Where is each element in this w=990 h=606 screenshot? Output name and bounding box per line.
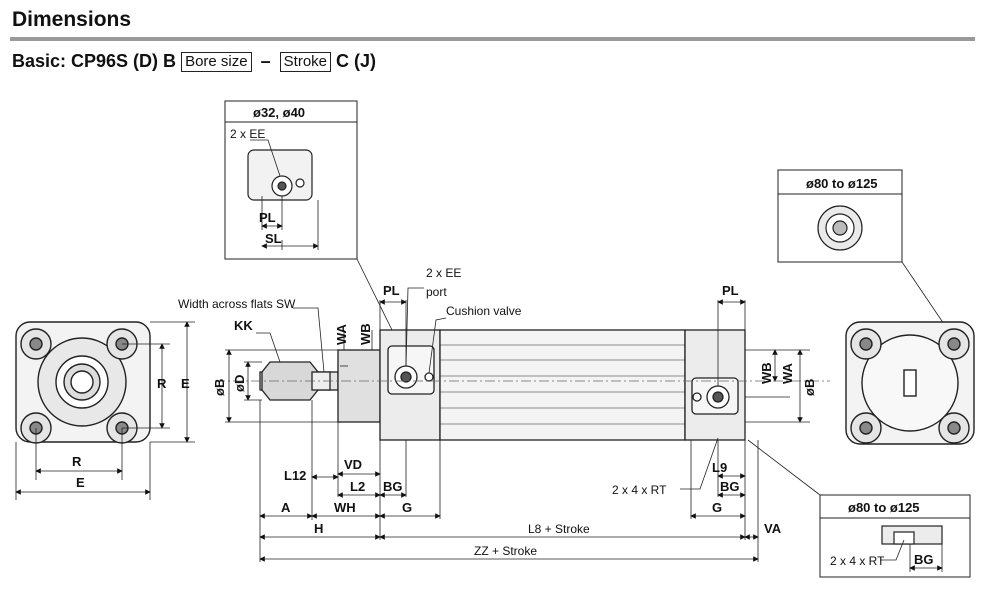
r-vertical-label: R (157, 376, 167, 391)
wb-left-label: WB (358, 323, 373, 345)
l8-stroke-label: L8 + Stroke (528, 522, 590, 536)
h-label: H (314, 521, 323, 536)
wh-label: WH (334, 500, 356, 515)
stroke-box: Stroke (279, 52, 332, 72)
separator: – (260, 51, 271, 71)
vd-label: VD (344, 457, 362, 472)
width-across-flats-label: Width across flats SW (178, 297, 296, 311)
od-left-label: øD (232, 375, 247, 392)
wb-right-label: WB (759, 362, 774, 384)
g-right-label: G (712, 500, 722, 515)
bg-right-label: BG (720, 479, 740, 494)
small-bore-ee-label: 2 x EE (230, 127, 265, 141)
model-suffix: C (J) (336, 51, 377, 71)
rt-inset-leader (747, 439, 821, 496)
l2-label: L2 (350, 479, 365, 494)
l12-label: L12 (284, 468, 306, 483)
side-view-dimensions (225, 287, 810, 562)
small-bore-title: ø32, ø40 (253, 105, 305, 120)
rt-inset-label: 2 x 4 x RT (830, 554, 885, 568)
wa-left-label: WA (334, 323, 349, 345)
model-code: Basic: CP96S (D) B Bore size – Stroke C … (12, 51, 376, 72)
r-horizontal-label: R (72, 454, 82, 469)
left-end-dimensions (15, 321, 195, 500)
rt-inset-bg-label: BG (914, 552, 934, 567)
bg-left-label: BG (383, 479, 403, 494)
kk-label: KK (234, 318, 253, 333)
g-left-label: G (402, 500, 412, 515)
l9-label: L9 (712, 460, 727, 475)
small-bore-pl-label: PL (259, 210, 276, 225)
va-label: VA (764, 521, 782, 536)
pl-left-label: PL (383, 283, 400, 298)
rt-main-label: 2 x 4 x RT (612, 483, 667, 497)
ee-port-label: 2 x EE (426, 266, 461, 280)
page-title: Dimensions (12, 8, 132, 31)
cushion-valve-label: Cushion valve (446, 304, 522, 318)
rt-inset-title: ø80 to ø125 (848, 500, 920, 515)
large-bore-inset (777, 169, 903, 263)
cylinder-side-view (259, 329, 746, 441)
bore-size-box: Bore size (181, 52, 252, 72)
zz-stroke-label: ZZ + Stroke (474, 544, 537, 558)
a-label: A (281, 500, 291, 515)
wa-right-label: WA (780, 362, 795, 384)
small-bore-inset (224, 100, 358, 260)
e-vertical-label: E (181, 376, 190, 391)
left-end-view (15, 321, 151, 444)
large-bore-title: ø80 to ø125 (806, 176, 878, 191)
model-prefix: Basic: CP96S (D) B (12, 51, 177, 71)
ob-right-label: øB (802, 379, 817, 396)
e-horizontal-label: E (76, 475, 85, 490)
port-label: port (426, 285, 447, 299)
ob-left-label: øB (212, 379, 227, 396)
right-end-view (845, 321, 975, 445)
large-bore-leader (901, 261, 949, 331)
pl-right-label: PL (722, 283, 739, 298)
title-underline (10, 37, 975, 41)
rt-detail-inset (819, 494, 971, 578)
small-bore-leader (356, 258, 393, 331)
small-bore-sl-label: SL (265, 231, 282, 246)
